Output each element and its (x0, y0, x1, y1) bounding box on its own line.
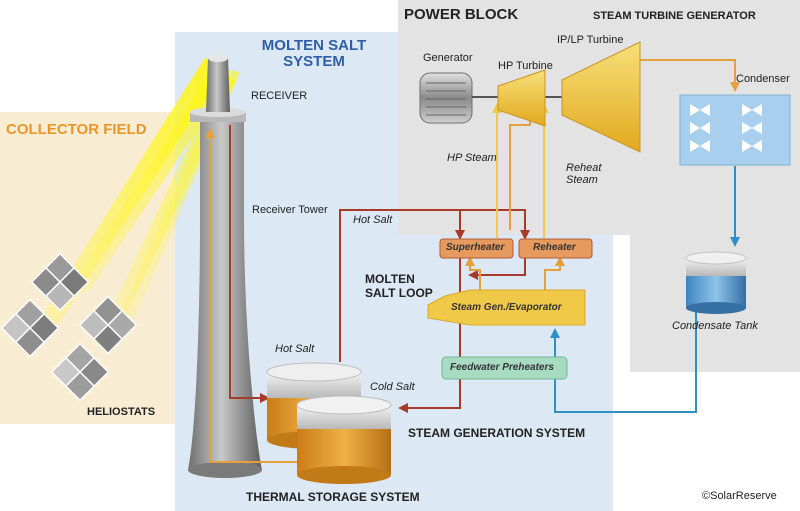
cold-salt-tank (296, 395, 392, 484)
thermal-storage-system-title: THERMAL STORAGE SYSTEM (246, 490, 420, 504)
steam-gen-label: Steam Gen./Evaporator (451, 302, 562, 313)
collector-field-title: COLLECTOR FIELD (6, 121, 147, 138)
iplp-turbine-label: IP/LP Turbine (557, 34, 624, 46)
heliostat-array (0, 252, 138, 402)
heliostats-label: HELIOSTATS (87, 406, 156, 418)
hot-salt-pipe (339, 209, 465, 362)
hp-turbine-label: HP Turbine (498, 60, 553, 72)
copyright-label: ©SolarReserve (702, 490, 777, 502)
superheater-box (439, 238, 514, 259)
steam-loop-orange-2 (465, 256, 481, 290)
steam-turbine-generator-title: STEAM TURBINE GENERATOR (593, 10, 756, 22)
receiver-tower (188, 54, 262, 478)
molten-salt-loop-title: MOLTEN SALT LOOP (365, 272, 433, 300)
hp-steam-label: HP Steam (447, 152, 497, 164)
hot-salt-tank-label: Hot Salt (275, 343, 315, 355)
heliostat (50, 342, 110, 402)
reheat-steam-label: Reheat Steam (566, 162, 602, 186)
condensate-tank-label: Condensate Tank (672, 320, 758, 332)
superheater-label: Superheater (446, 242, 505, 253)
power-block-title: POWER BLOCK (404, 6, 519, 23)
hp-turbine (497, 69, 546, 127)
generator (419, 72, 473, 124)
reheater-label: Reheater (533, 242, 576, 253)
receiver-label: RECEIVER (251, 90, 308, 102)
iplp-turbine (561, 41, 641, 153)
condensate-tank (685, 251, 747, 314)
hot-salt-branch (460, 209, 530, 240)
receiver-tower-label: Receiver Tower (252, 204, 328, 216)
steam-gen-box (427, 289, 586, 326)
hot-salt-line-label: Hot Salt (353, 214, 393, 226)
molten-salt-system-title: MOLTEN SALT SYSTEM (261, 37, 367, 70)
tower-cold-salt-pipe (205, 128, 300, 463)
tower-hot-salt-pipe (229, 125, 270, 403)
steam-generation-system-title: STEAM GENERATION SYSTEM (408, 426, 586, 440)
heliostat (30, 252, 90, 312)
condenser (679, 94, 791, 166)
reheater-box (518, 238, 593, 259)
condenser-label: Condenser (736, 73, 790, 85)
heliostat (0, 298, 60, 358)
turbine-to-condenser (640, 59, 740, 92)
steam-loop-orange (544, 256, 565, 290)
heliostat (78, 295, 138, 355)
feedwater-label: Feedwater Preheaters (450, 362, 554, 373)
generator-label: Generator (423, 52, 473, 64)
feedwater-box (441, 356, 568, 380)
salt-to-steamgen (468, 258, 526, 280)
cold-salt-tank-label: Cold Salt (370, 381, 415, 393)
